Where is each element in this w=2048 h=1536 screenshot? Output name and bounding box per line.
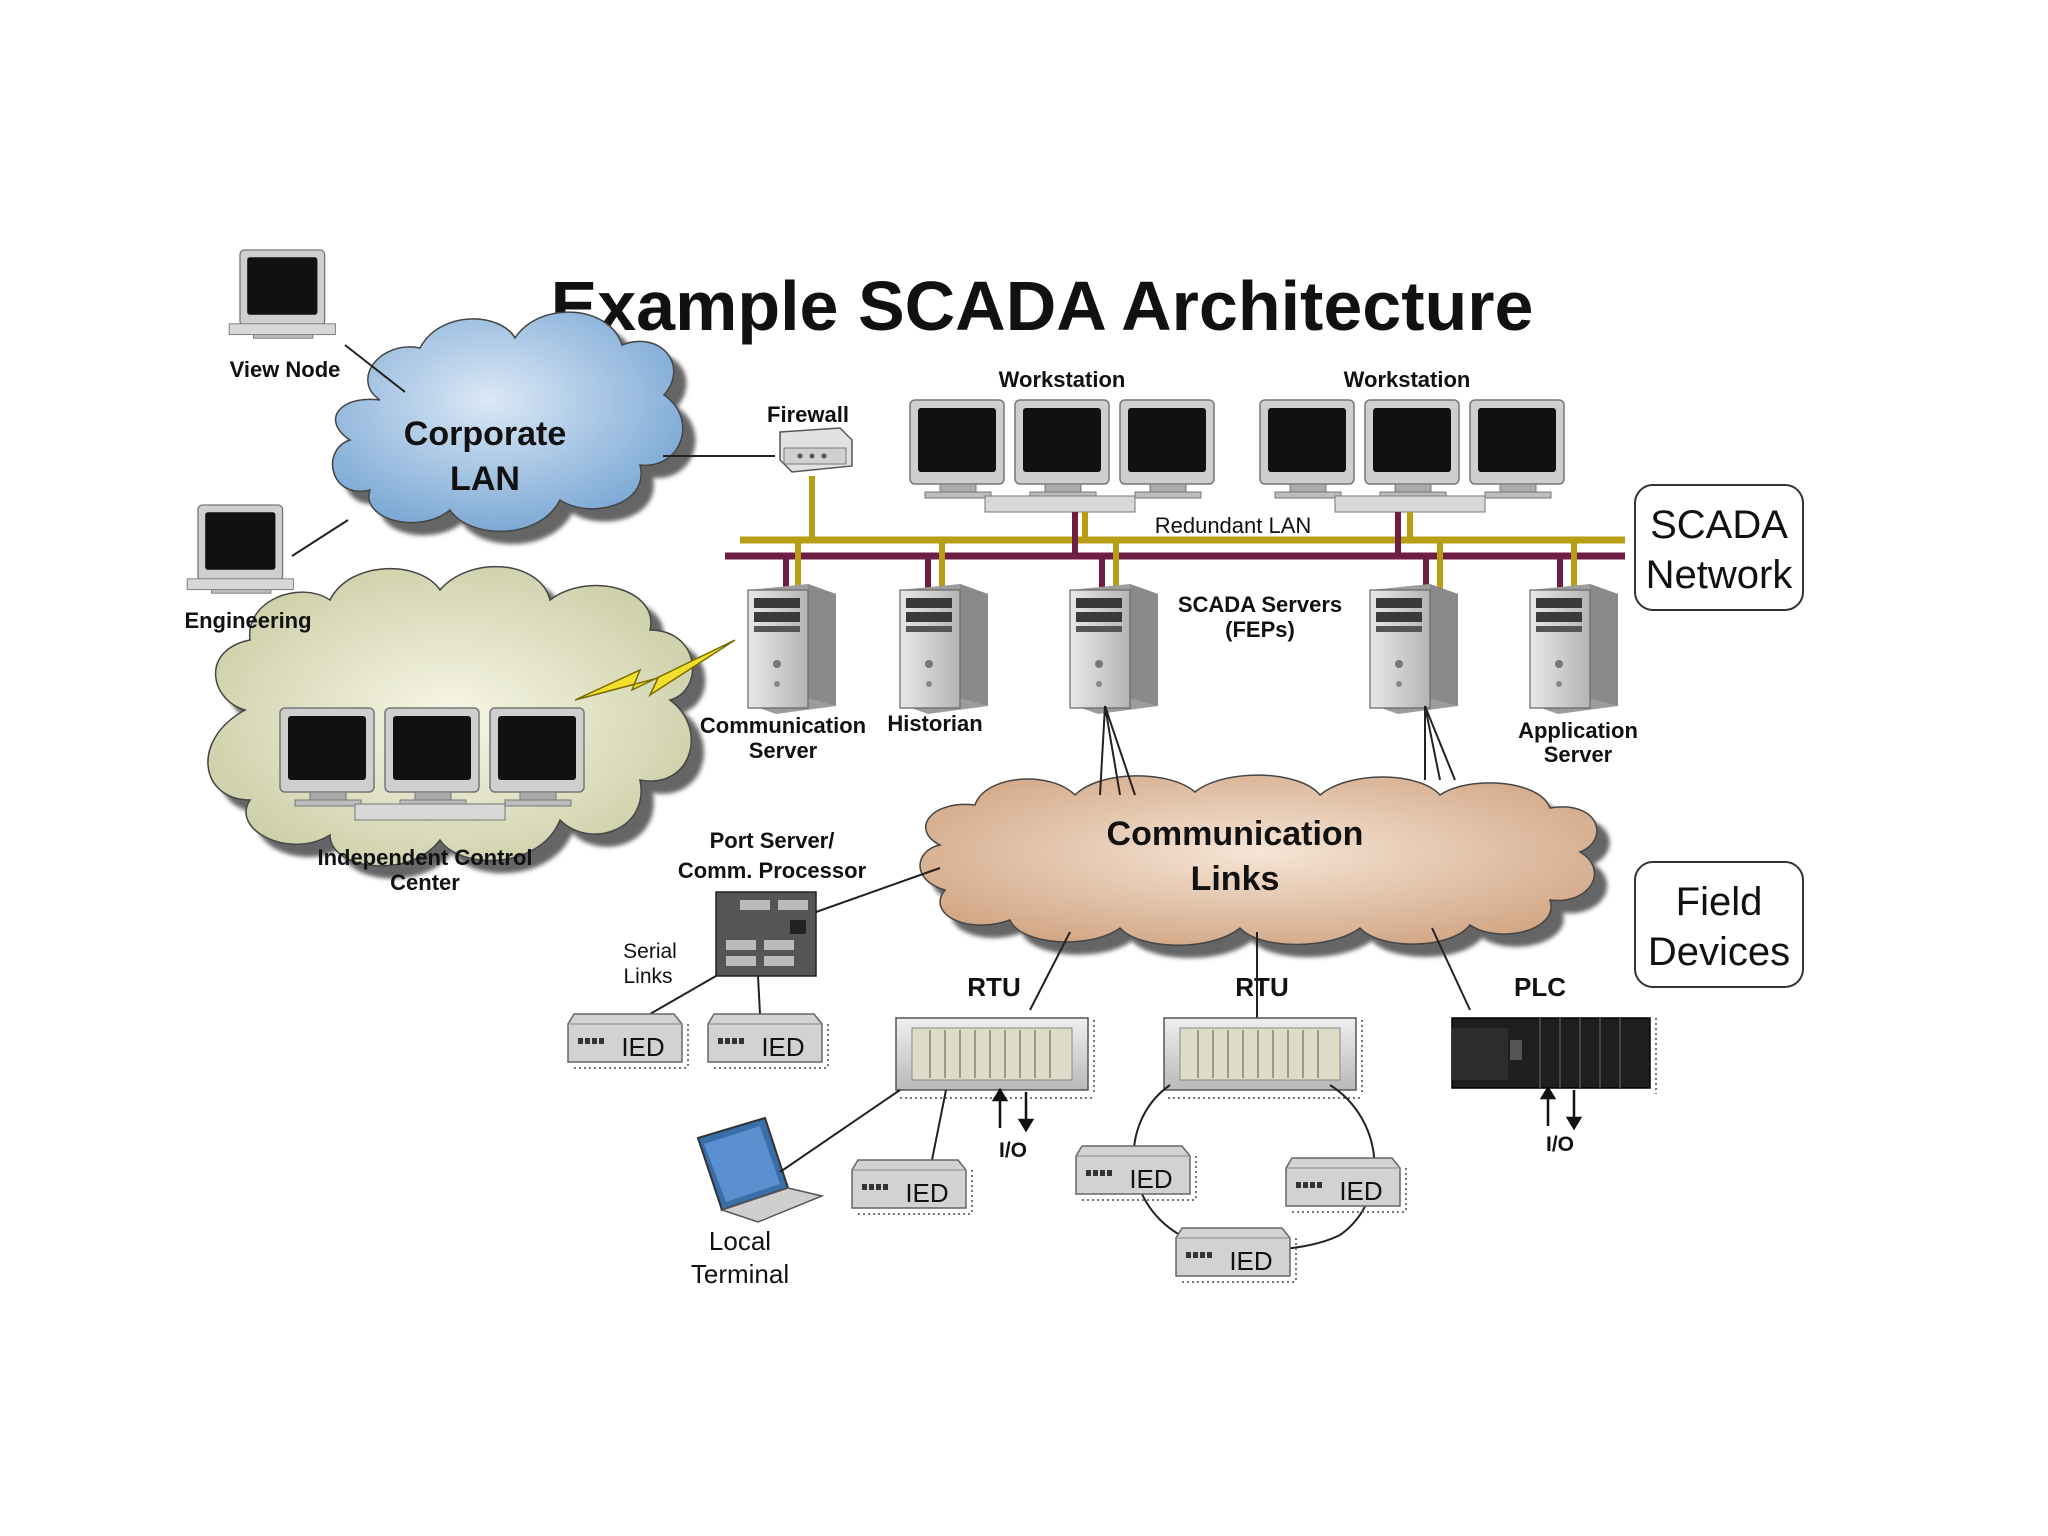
view-node-link — [344, 344, 406, 393]
view-node-crt-icon — [228, 249, 336, 339]
view-node-label: View Node — [230, 357, 341, 382]
corporate-lan-label-2: LAN — [450, 460, 520, 498]
scada-server-1-tower-icon — [1069, 583, 1159, 715]
serial-link-2 — [757, 975, 761, 1015]
rtu-1-rack-icon — [895, 1017, 1095, 1099]
port-server-label-1: Port Server/ — [710, 828, 835, 853]
port-server-label-2: Comm. Processor — [678, 858, 867, 883]
communication-links-label-1: Communication — [1107, 815, 1364, 853]
diagram-title: Example SCADA Architecture — [551, 267, 1534, 345]
workstation-2-label: Workstation — [1344, 367, 1471, 392]
scada-servers-label-2: (FEPs) — [1225, 617, 1295, 642]
communication-links-cloud — [919, 774, 1598, 946]
communication-server-label-2: Server — [749, 738, 818, 763]
field-devices-box — [1634, 861, 1804, 988]
rtu-2-label: RTU — [1235, 972, 1288, 1002]
workstation-1-crt-icon — [909, 399, 1215, 513]
historian-label: Historian — [887, 711, 982, 736]
scada-network-label-2: Network — [1646, 553, 1794, 597]
ied-label: IED — [1129, 1164, 1172, 1194]
icc-workstation-crt-icon — [279, 707, 585, 821]
ied-label: IED — [761, 1032, 804, 1062]
laptop-to-rtu-link — [779, 1089, 901, 1173]
firewall-label: Firewall — [767, 402, 849, 427]
plc-to-cloud-link — [1431, 927, 1471, 1011]
engineering-crt-icon — [186, 504, 294, 594]
historian-tower-icon — [899, 583, 989, 715]
ied-label: IED — [905, 1178, 948, 1208]
ied-label: IED — [1339, 1176, 1382, 1206]
plc-label: PLC — [1514, 972, 1566, 1002]
port-server-icon — [715, 891, 817, 977]
corporate-lan-label-1: Corporate — [404, 415, 566, 453]
fep-links — [1099, 705, 1456, 796]
plc-io-label: I/O — [1546, 1133, 1574, 1156]
field-devices-label-1: Field — [1676, 880, 1763, 924]
rtu-1-label: RTU — [967, 972, 1020, 1002]
scada-network-label-1: SCADA — [1650, 503, 1788, 547]
serial-link-1 — [649, 975, 717, 1015]
field-devices-label-2: Devices — [1648, 930, 1790, 974]
ied-label: IED — [1229, 1246, 1272, 1276]
redundant-lan-label: Redundant LAN — [1155, 513, 1312, 538]
corporate-lan-cloud — [331, 311, 684, 533]
ied-label: IED — [621, 1032, 664, 1062]
engineering-link — [291, 519, 349, 557]
scada-server-2-tower-icon — [1369, 583, 1459, 715]
firewall-icon — [779, 427, 853, 473]
rtu-1-to-ied-link — [931, 1089, 947, 1161]
local-terminal-label-2: Terminal — [691, 1259, 789, 1289]
scada-servers-label-1: SCADA Servers — [1178, 592, 1342, 617]
rtu-2-rack-icon — [1163, 1017, 1363, 1099]
communication-server-tower-icon — [747, 583, 837, 715]
application-server-label-2: Server — [1544, 742, 1613, 767]
rtu-1-to-cloud-link — [1029, 931, 1071, 1011]
workstation-2-crt-icon — [1259, 399, 1565, 513]
application-server-tower-icon — [1529, 583, 1619, 715]
wireless-lightning-icon — [574, 639, 736, 701]
icc-label-2: Center — [390, 870, 460, 895]
server-lan-drops — [783, 540, 1577, 590]
scada-network-box — [1634, 484, 1804, 611]
serial-links-label-2: Links — [623, 965, 672, 988]
plc-io-arrows — [1539, 1085, 1583, 1131]
workstation-1-label: Workstation — [999, 367, 1126, 392]
plc-icon — [1451, 1017, 1657, 1094]
port-server-to-cloud-link — [815, 867, 941, 913]
serial-links-label-1: Serial — [623, 940, 677, 963]
laptop-icon — [696, 1116, 825, 1223]
rtu-1-io-label: I/O — [999, 1139, 1027, 1162]
communication-links-label-2: Links — [1191, 860, 1280, 898]
communication-server-label-1: Communication — [700, 713, 866, 738]
local-terminal-label-1: Local — [709, 1226, 771, 1256]
rtu-1-io-arrows — [991, 1087, 1035, 1133]
application-server-label-1: Application — [1518, 718, 1638, 743]
engineering-label: Engineering — [184, 608, 311, 633]
icc-label-1: Independent Control — [317, 845, 532, 870]
